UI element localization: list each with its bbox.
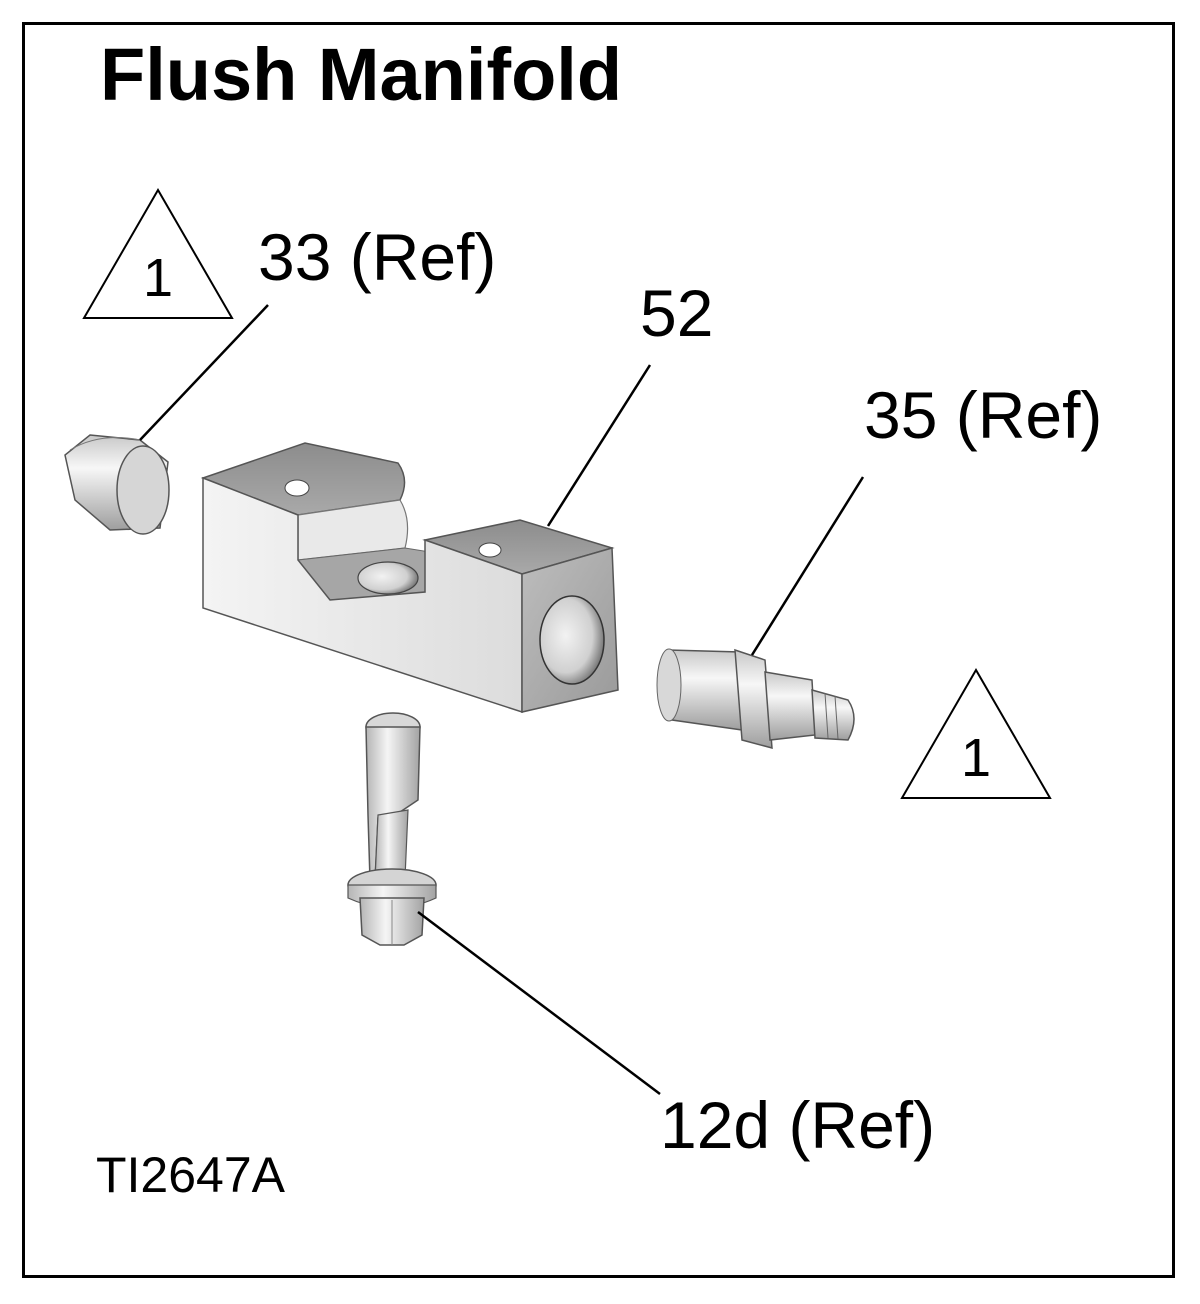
callout-33: 33 (Ref) [258,220,497,294]
warning-triangle-note-icon: 1 [900,668,1052,799]
leader-lines [139,304,865,1095]
note-1-right-text: 1 [961,728,991,788]
bolt-part [347,712,437,946]
callout-52: 52 [640,276,714,350]
callout-12d: 12d (Ref) [660,1088,936,1162]
manifold-block-part [200,442,619,714]
figure-title: Flush Manifold [100,33,623,116]
leader-52 [546,364,652,527]
figure-id: TI2647A [96,1147,286,1203]
warning-triangle-note-icon: 1 [82,188,234,319]
leader-35 [750,476,865,656]
cap-plug-part [64,434,170,535]
note-1-left-text: 1 [143,248,173,308]
leader-12d [417,911,661,1095]
nipple-fitting-part [656,648,855,749]
callout-35: 35 (Ref) [864,378,1103,452]
leader-33 [139,304,269,441]
figure-border [22,22,1175,1278]
